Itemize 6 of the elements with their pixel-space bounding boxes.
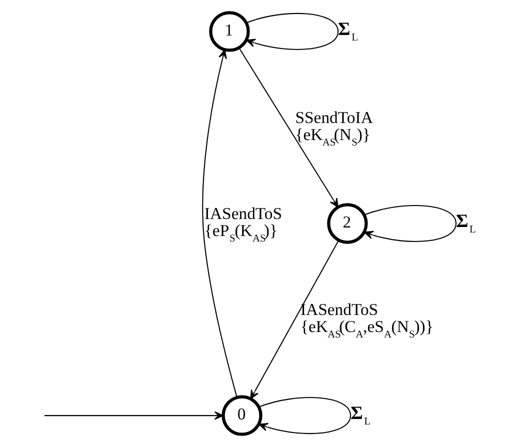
edge-label: IASendToS {eP$_{S}$(K$_{AS}$)} bbox=[204, 204, 282, 244]
edge-label: Σ$_{L}$ bbox=[338, 18, 358, 44]
edge-label: IASendToS {eK$_{AS}$(C$_{A}$,eS$_{A}$(N$_{S}$))} bbox=[300, 300, 434, 340]
edge-label: Σ$_{L}$ bbox=[350, 403, 371, 428]
edge-label: Σ$_{L}$ bbox=[456, 211, 476, 236]
edge-label: SSendToIA {eK$_{AS}$(N$_{S}$)} bbox=[295, 108, 373, 148]
